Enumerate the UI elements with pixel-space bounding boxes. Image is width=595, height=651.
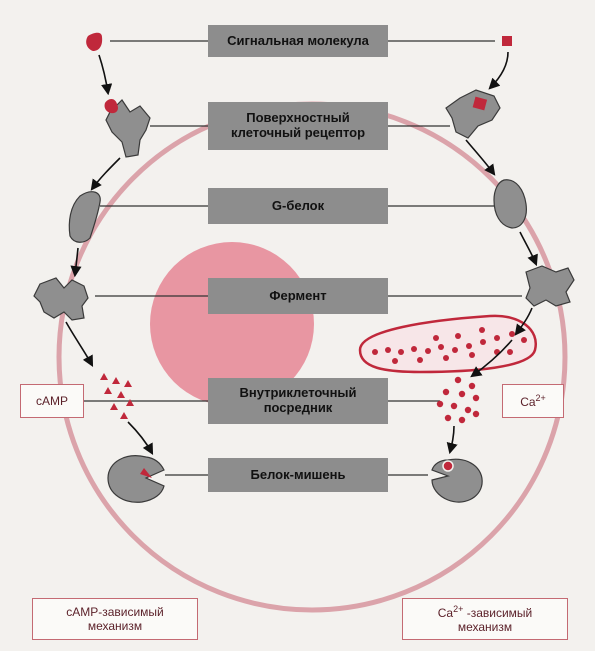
arrow-right-2 [465, 139, 496, 176]
calcium-box-sup: 2+ [535, 392, 546, 403]
camp-box: cAMP [20, 384, 84, 418]
signal-molecule-right [502, 36, 512, 46]
label-target-protein-text: Белок-мишень [250, 466, 346, 482]
label-g-protein-text: G-белок [271, 197, 325, 213]
calcium-mechanism-base: Ca [437, 605, 454, 620]
calcium-box-base: Ca [520, 394, 536, 409]
calcium-ions [436, 376, 480, 424]
label-target-protein: Белок-мишень [208, 458, 388, 492]
calcium-store-dots [372, 327, 527, 364]
arrow-left-1 [98, 54, 113, 96]
camp-mechanism-line1: cAMP-зависимый [66, 604, 164, 619]
calcium-bound-right [442, 460, 454, 472]
signal-molecule-right-bound [472, 96, 488, 111]
label-surface-receptor: Поверхностный клеточный рецептор [208, 102, 388, 150]
calcium-mechanism-sup: 2+ [453, 603, 464, 614]
calcium-mechanism-line2: механизм [457, 620, 513, 634]
camp-bound-left [140, 468, 152, 478]
label-second-messenger-line2: посредник [263, 400, 333, 415]
calcium-mechanism-box: Ca2+ -зависимый механизм [402, 598, 568, 640]
label-signal-molecule: Сигнальная молекула [208, 25, 388, 57]
camp-triangles [100, 373, 134, 419]
arrow-right-3 [519, 231, 538, 267]
enzyme-left [33, 277, 89, 321]
camp-mechanism-line2: механизм [87, 619, 143, 633]
arrow-left-4 [65, 321, 94, 367]
label-second-messenger-line1: Внутриклеточный [239, 385, 357, 401]
signal-molecule-left [86, 32, 103, 51]
connector-lines [84, 40, 522, 476]
camp-box-text: cAMP [35, 393, 68, 408]
camp-mechanism-box: cAMP-зависимый механизм [32, 598, 198, 640]
label-second-messenger: Внутриклеточный посредник [208, 378, 388, 424]
target-protein-right [431, 458, 483, 503]
arrow-left-3 [70, 247, 82, 278]
calcium-box-text: Ca2+ [520, 393, 546, 409]
enzyme-right [525, 265, 575, 307]
label-enzyme-text: Фермент [269, 287, 327, 303]
label-signal-molecule-text: Сигнальная молекула [227, 32, 369, 48]
label-surface-receptor-line2: клеточный рецептор [230, 125, 366, 140]
label-surface-receptor-line1: Поверхностный [246, 110, 350, 126]
label-g-protein: G-белок [208, 188, 388, 224]
calcium-mechanism-rest: -зависимый [463, 605, 533, 620]
calcium-store [358, 314, 538, 374]
receptor-left [105, 99, 151, 158]
calcium-box: Ca2+ [502, 384, 564, 418]
arrow-left-2 [90, 157, 121, 191]
g-protein-left [68, 191, 101, 243]
g-protein-right [493, 179, 527, 229]
calcium-mechanism-line1: Ca2+ -зависимый [438, 604, 532, 620]
arrow-right-1 [488, 51, 509, 90]
arrow-right-5 [470, 339, 513, 378]
label-enzyme: Фермент [208, 278, 388, 314]
arrow-right-4 [514, 307, 533, 336]
signal-molecule-left-bound [104, 99, 118, 114]
receptor-right [445, 89, 501, 139]
target-protein-left [107, 455, 165, 503]
arrow-left-5 [127, 421, 154, 455]
arrow-right-6 [446, 425, 458, 455]
